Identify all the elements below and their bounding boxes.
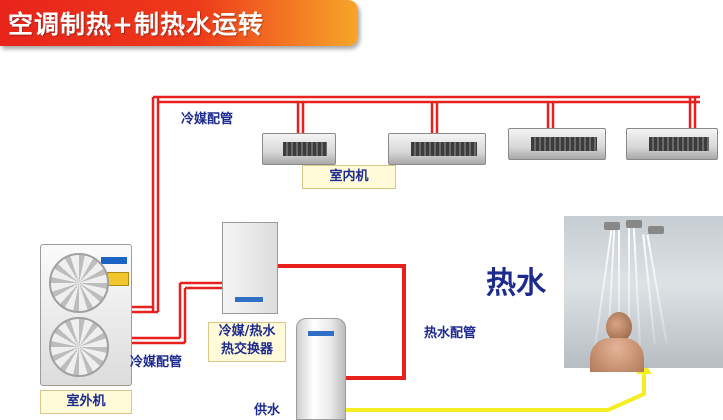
outdoor-unit-icon	[40, 244, 132, 386]
indoor-unit-icon	[262, 133, 336, 165]
indoor-unit-label: 室内机	[302, 165, 396, 189]
hot-water-pipe	[276, 264, 406, 380]
fan-icon	[49, 253, 109, 313]
title-banner: 空调制热+制热水运转	[0, 0, 358, 46]
refrigerant-pipe-lower	[130, 281, 222, 345]
shower-photo-icon	[564, 216, 723, 368]
heat-exchanger-unit-icon	[222, 222, 278, 314]
hot-water-tank-icon	[296, 318, 346, 420]
refrigerant-pipe-upper	[130, 95, 700, 314]
heat-exchanger-label-line2: 热交换器	[220, 342, 273, 357]
refrigerant-pipe-label-bottom: 冷媒配管	[130, 355, 183, 370]
water-supply-pipe	[344, 372, 646, 412]
hot-water-pipe-label: 热水配管	[424, 326, 477, 341]
warning-label-icon	[107, 272, 129, 286]
outdoor-unit-label: 室外机	[40, 390, 132, 414]
brand-logo-icon	[101, 257, 127, 264]
page-title: 空调制热+制热水运转	[8, 10, 264, 39]
person-figure	[606, 312, 632, 342]
indoor-unit-icon	[626, 128, 718, 160]
hot-water-label: 热水	[486, 266, 546, 301]
water-supply-label: 供水	[254, 403, 281, 418]
fan-icon	[49, 317, 109, 377]
brand-logo-icon	[308, 331, 334, 336]
heat-exchanger-label: 冷媒/热水 热交换器	[208, 322, 286, 362]
indoor-unit-icon	[388, 133, 486, 165]
heat-exchanger-label-line1: 冷媒/热水	[218, 324, 276, 339]
person-body	[590, 338, 644, 372]
refrigerant-pipe-label-top: 冷媒配管	[181, 112, 234, 127]
brand-logo-icon	[235, 297, 263, 302]
indoor-unit-icon	[508, 128, 606, 160]
